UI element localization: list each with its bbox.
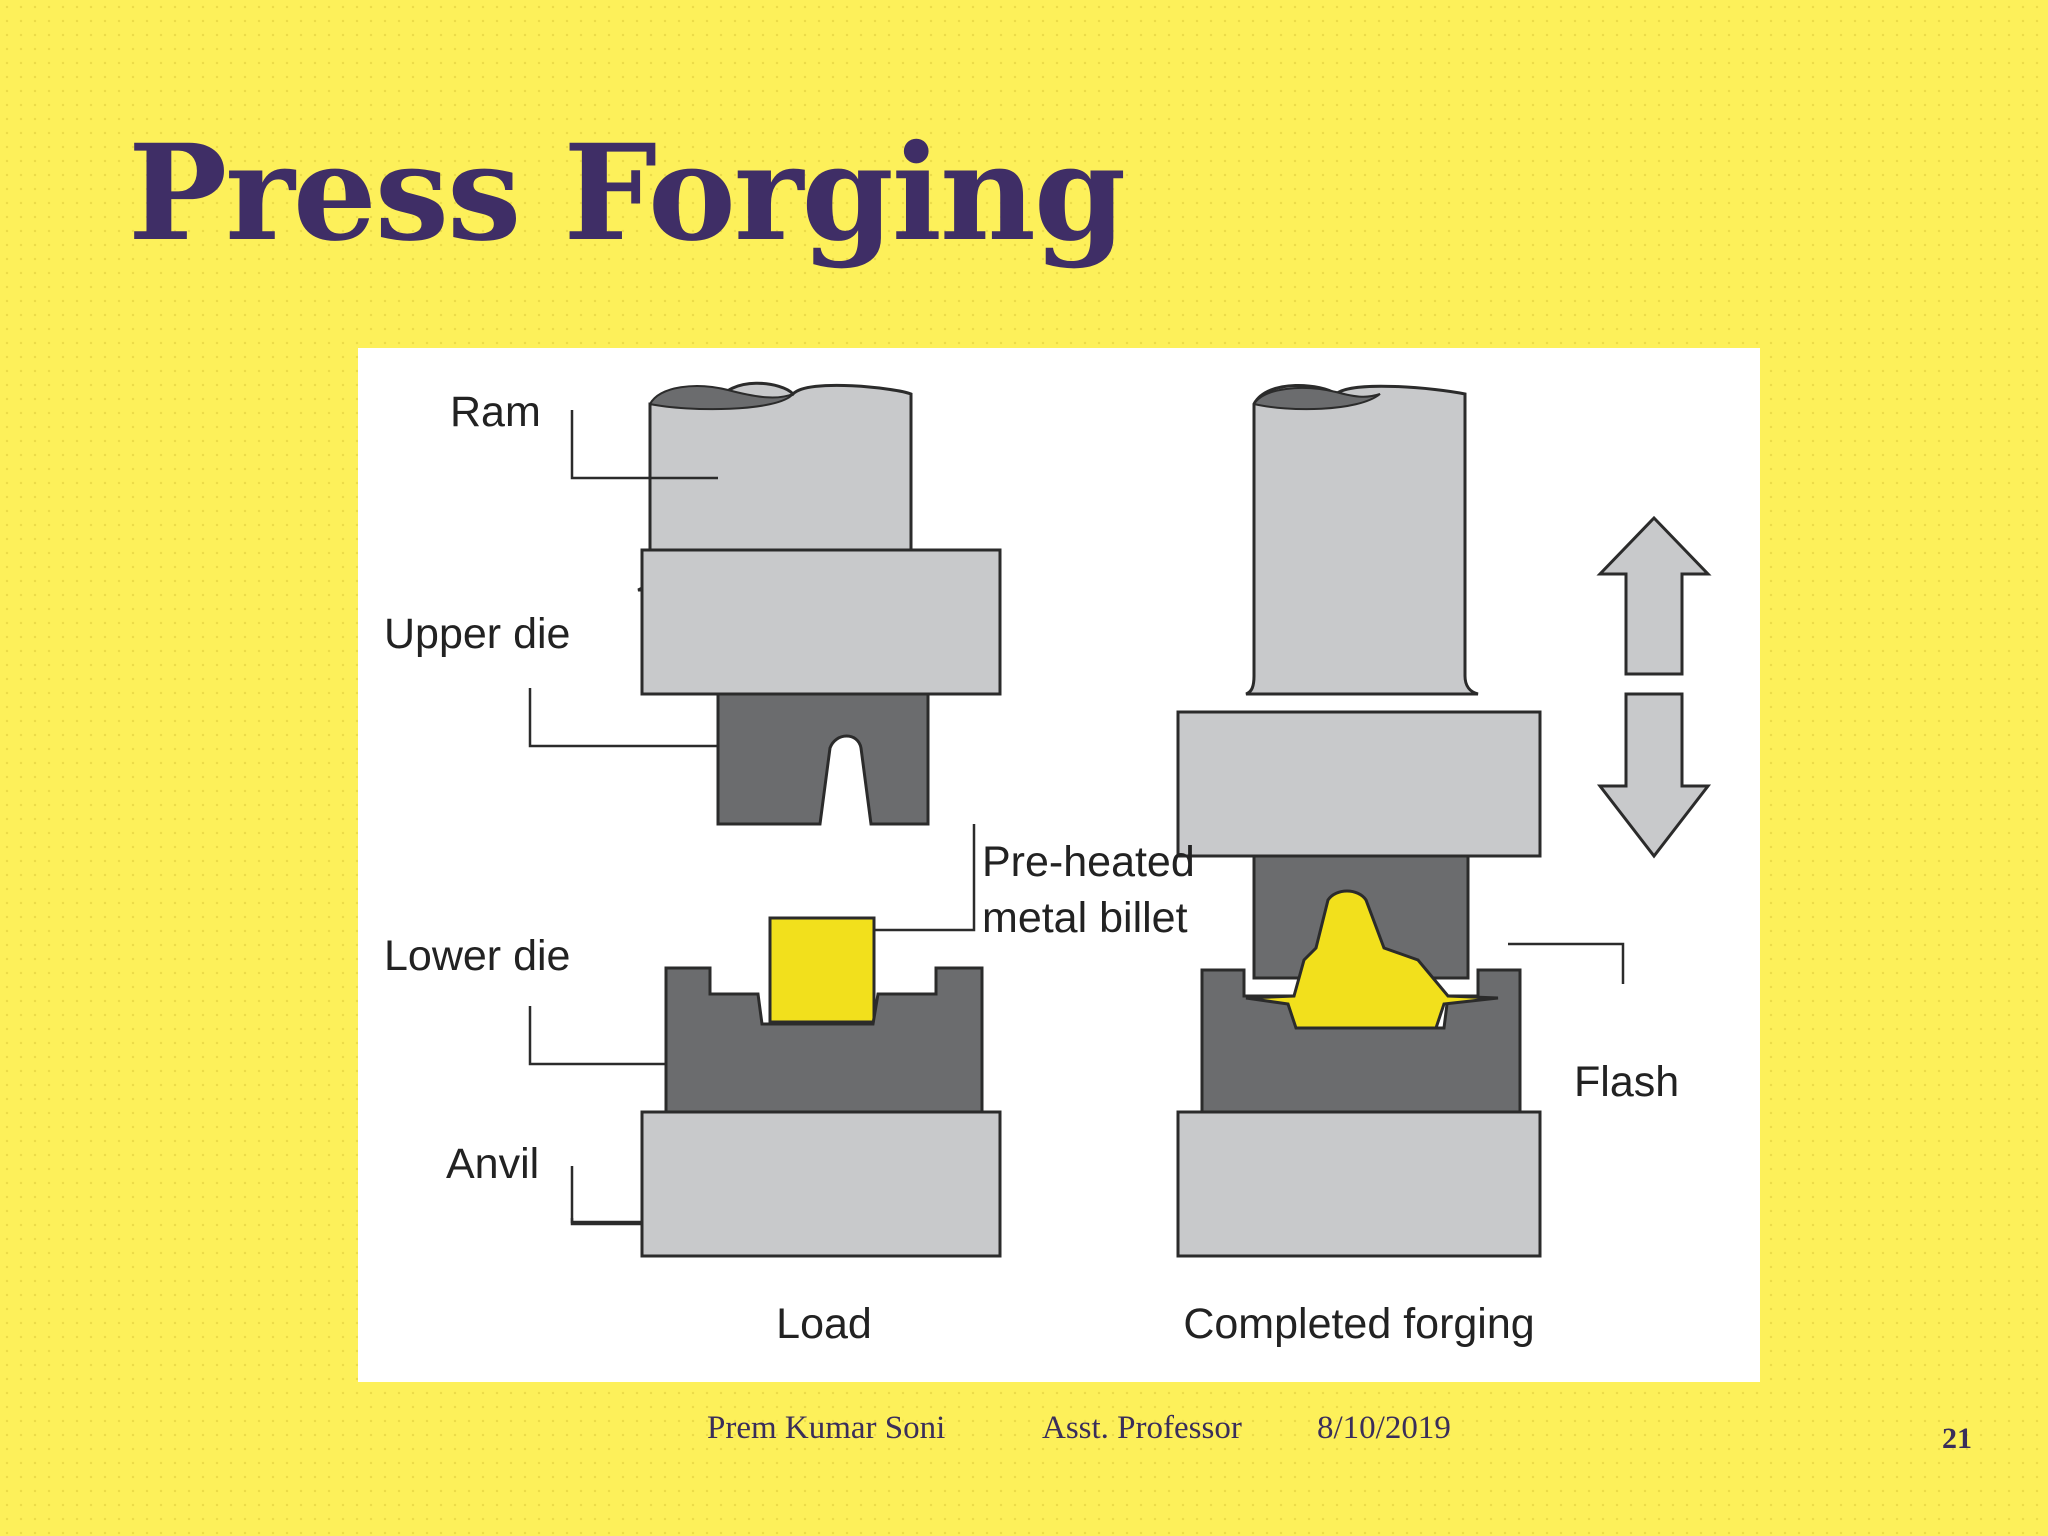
load-stage [637,381,1002,1258]
label-lower-die: Lower die [384,932,570,980]
footer-author: Prem Kumar Soni [707,1410,946,1446]
ram-top-face-right [1252,387,1381,411]
footer-role: Asst. Professor [1042,1410,1242,1446]
leader-lines [528,410,1625,1226]
upper-die-holder-right [1176,710,1542,858]
upper-die-holder [640,548,1002,696]
anvil [640,1110,1002,1258]
anvil-right [1176,1110,1542,1258]
upper-die [716,692,930,826]
label-flash: Flash [1574,1058,1679,1106]
slide-number: 21 [1942,1422,1972,1455]
label-upper-die: Upper die [384,610,570,658]
label-billet-line1: Pre-heated [982,838,1195,886]
caption-load: Load [776,1300,872,1348]
label-billet-line2: metal billet [982,894,1188,942]
slide-title: Press Forging [128,116,1126,271]
press-forging-diagram: Ram Upper die Lower die Anvil Pre-heated… [358,348,1760,1382]
completed-forging [1245,889,1499,1030]
label-ram: Ram [450,388,541,436]
up-down-arrows-icon [1596,515,1712,859]
ram-right [1245,383,1479,696]
footer-date: 8/10/2019 [1317,1410,1451,1446]
completed-stage [1176,383,1712,1258]
label-anvil: Anvil [446,1140,539,1188]
ram-top-face-left [648,385,794,411]
caption-completed-forging: Completed forging [1183,1300,1534,1348]
preheated-billet [768,916,876,1024]
